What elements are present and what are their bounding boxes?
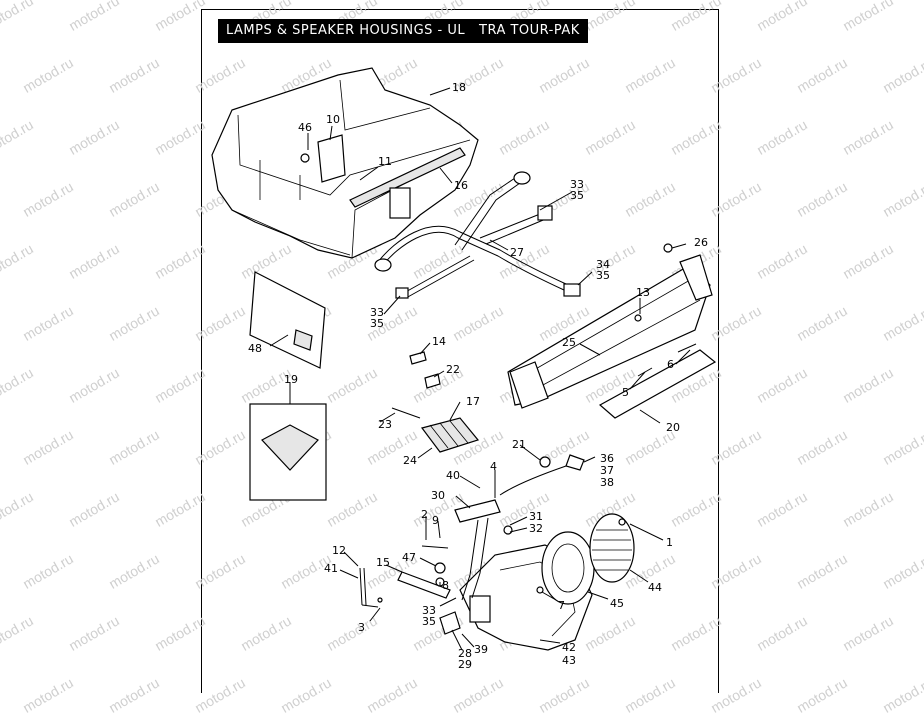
callout: 44 [648, 581, 662, 594]
grommet-26 [663, 243, 673, 253]
clip [409, 351, 427, 365]
callout: 37 [600, 464, 614, 477]
callout: 33 [570, 178, 584, 191]
license-lamp [391, 407, 480, 453]
connector [439, 611, 461, 635]
callout: 38 [600, 476, 614, 489]
callout: 18 [452, 81, 466, 94]
screw-1 [618, 518, 626, 526]
callout: 10 [326, 113, 340, 126]
callout: 41 [324, 562, 338, 575]
callout: 34 [596, 258, 610, 271]
screw-6 [677, 343, 697, 353]
callout: 42 [562, 641, 576, 654]
speaker-ring [541, 531, 595, 605]
callout: 14 [432, 335, 446, 348]
callout: 24 [403, 454, 417, 467]
callout: 2 [421, 508, 428, 521]
rear-lamp-assembly [507, 254, 713, 409]
callout: 25 [562, 336, 576, 349]
callout: 26 [694, 236, 708, 249]
callout: 21 [512, 438, 526, 451]
callout: 45 [610, 597, 624, 610]
callout: 16 [454, 179, 468, 192]
leader-lines [269, 87, 691, 651]
callout: 43 [562, 654, 576, 667]
callout: 8 [442, 579, 449, 592]
callout: 35 [596, 269, 610, 282]
callout: 35 [422, 615, 436, 628]
callout: 29 [458, 658, 472, 671]
callout: 46 [298, 121, 312, 134]
callout: 19 [284, 373, 298, 386]
callout: 3 [358, 621, 365, 634]
tour-pak-tub [211, 67, 479, 259]
callout: 7 [558, 599, 565, 612]
screw-7 [536, 586, 544, 594]
callout: 33 [422, 604, 436, 617]
exploded-parts-diagram: 18 46 10 11 16 33 35 27 26 34 35 33 35 1… [211, 67, 717, 671]
callout: 35 [370, 317, 384, 330]
callout: 22 [446, 363, 460, 376]
callout: 48 [248, 342, 262, 355]
callout: 4 [490, 460, 497, 473]
callout: 1 [666, 536, 673, 549]
page-title: LAMPS & SPEAKER HOUSINGS - UL TRA TOUR-P… [218, 19, 588, 43]
callout: 35 [570, 189, 584, 202]
support-arm [397, 571, 451, 599]
mounting-plate [300, 134, 346, 183]
screw-13 [634, 314, 642, 322]
speaker-grille [589, 513, 635, 583]
bulb-socket [499, 454, 585, 496]
parts-catalog-book [249, 403, 327, 501]
callout: 28 [458, 647, 472, 660]
callout: 20 [666, 421, 680, 434]
grommet [539, 456, 551, 468]
callout: 40 [446, 469, 460, 482]
callout: 9 [432, 514, 439, 527]
side-bracket [359, 567, 379, 608]
callout: 47 [402, 551, 416, 564]
rivet-3 [377, 597, 383, 603]
callout: 17 [466, 395, 480, 408]
callout: 31 [529, 510, 543, 523]
callout: 36 [600, 452, 614, 465]
wire-harness [374, 171, 581, 299]
callout: 32 [529, 522, 543, 535]
callout: 39 [474, 643, 488, 656]
callout: 27 [510, 246, 524, 259]
tub-bracket [349, 147, 466, 219]
callout: 15 [376, 556, 390, 569]
nut [434, 562, 446, 574]
booklet [249, 271, 326, 369]
bolt [421, 545, 449, 549]
callout: 11 [378, 155, 392, 168]
callout: 12 [332, 544, 346, 557]
callout: 13 [636, 286, 650, 299]
callout: 23 [378, 418, 392, 431]
callout-numbers: 18 46 10 11 16 33 35 27 26 34 35 33 35 1… [248, 81, 708, 671]
callout: 30 [431, 489, 445, 502]
lens-plate [598, 349, 717, 419]
callout: 33 [370, 306, 384, 319]
callout: 6 [667, 358, 674, 371]
clamp [424, 373, 441, 389]
callout: 5 [622, 386, 629, 399]
